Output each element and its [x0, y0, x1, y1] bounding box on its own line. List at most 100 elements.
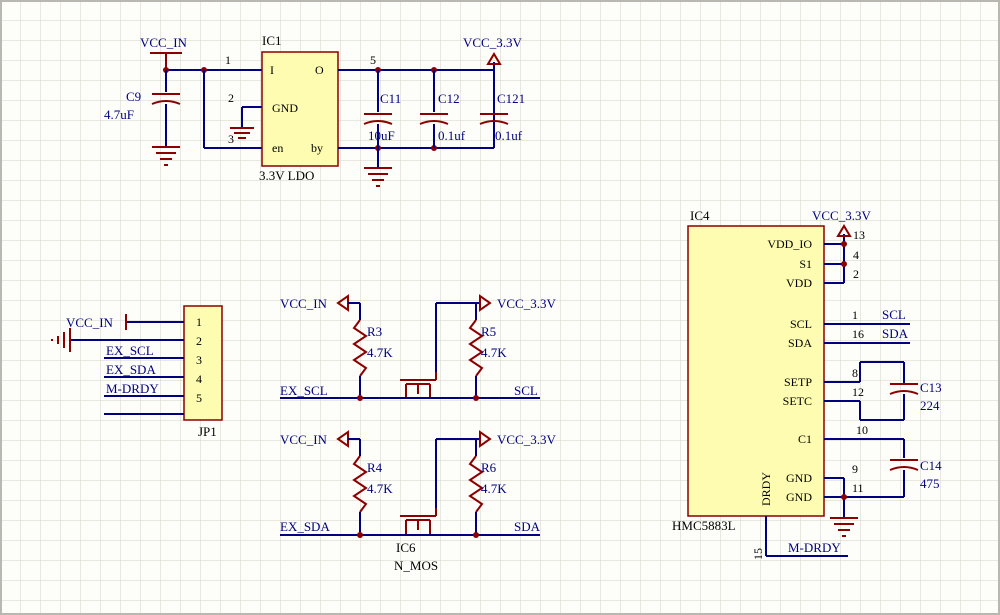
- jp1-pin-3: 3: [196, 353, 202, 367]
- r4-ref: R4: [367, 460, 383, 475]
- sensor-pin-c1: C1: [798, 432, 812, 446]
- ldo-pin-by: by: [311, 141, 323, 155]
- r6-value: 4.7K: [481, 481, 507, 496]
- sensor-pin-gnd-a: GND: [786, 471, 812, 485]
- sensor-body: [687, 225, 825, 517]
- ldo-pin-gnd: GND: [272, 101, 298, 115]
- c9-plate-bottom: [151, 100, 181, 105]
- c13-ref: C13: [920, 380, 942, 395]
- sensor-pinnum-gnd-a: 9: [852, 462, 858, 476]
- c11-value: 10uF: [368, 128, 395, 143]
- r6-zigzag: [468, 455, 484, 513]
- jp1-pin-2: 2: [196, 334, 202, 348]
- ground-symbol-ldo: [230, 127, 254, 139]
- net-label-vcc33-sensor: VCC_3.3V: [812, 208, 871, 223]
- jp1-pin-1: 1: [196, 315, 202, 329]
- net-label-sda-sensor: SDA: [882, 326, 909, 341]
- sensor-pin-vddio: VDD_IO: [767, 237, 812, 251]
- ldo-pinnum-en: 3: [228, 132, 234, 146]
- ldo-body: [261, 51, 339, 167]
- c12-value: 0.1uf: [438, 128, 466, 143]
- ldo-pin-in: I: [270, 63, 274, 77]
- ground-symbol-c9: [152, 146, 180, 166]
- net-label-ex-sda-shifter: EX_SDA: [280, 519, 330, 534]
- level-shifter-scl: VCC_IN R3 4.7K VCC_3.3V R5 4.7K EX_SCL S…: [280, 294, 556, 401]
- c12-ref: C12: [438, 91, 460, 106]
- net-label-mdrdy-sensor: M-DRDY: [788, 540, 841, 555]
- vcc33-port-scl: [479, 294, 492, 312]
- ldo-pin-en: en: [272, 141, 283, 155]
- sensor-pin-gnd-b: GND: [786, 490, 812, 504]
- ldo-ref: IC1: [262, 33, 282, 48]
- mosfet-sda: [400, 508, 437, 535]
- sensor-pinnum-gnd-b: 11: [852, 481, 864, 495]
- r3-value: 4.7K: [367, 345, 393, 360]
- sensor-name: HMC5883L: [672, 518, 736, 533]
- c14-value: 475: [920, 476, 940, 491]
- connector-jp1: JP1 1 2 3 4 5 VCC_IN EX_SCL EX_SDA M-DRD…: [51, 305, 223, 439]
- vcc33-port-sda: [479, 430, 492, 448]
- mosfet-ref: IC6: [396, 540, 416, 555]
- sensor-pin-vdd: VDD: [786, 276, 812, 290]
- sensor-pinnum-c1: 10: [856, 423, 868, 437]
- level-shifter-sda: VCC_IN R4 4.7K VCC_3.3V R6 4.7K EX_SDA S…: [280, 430, 556, 573]
- net-label-vcc-in-jp1: VCC_IN: [66, 315, 114, 330]
- jp1-pin-5: 5: [196, 391, 202, 405]
- sensor-pin-scl: SCL: [790, 317, 812, 331]
- net-label-scl-shifter: SCL: [514, 383, 538, 398]
- sensor-pinnum-sda: 16: [852, 327, 864, 341]
- mosfet-name: N_MOS: [394, 558, 438, 573]
- c121-ref: C121: [497, 91, 525, 106]
- sensor-pin-setc: SETC: [783, 394, 812, 408]
- sensor-pin-setp: SETP: [784, 375, 812, 389]
- ldo-section: VCC_IN C9 4.7uF IC1 3.3V LDO I O: [104, 33, 525, 187]
- ldo-pinnum-in: 1: [225, 53, 231, 67]
- sensor-pinnum-setc: 12: [852, 385, 864, 399]
- ldo-name: 3.3V LDO: [259, 168, 314, 183]
- ground-symbol-sensor: [830, 517, 858, 537]
- sensor-pinnum-vddio: 13: [853, 228, 865, 242]
- net-label-scl-sensor: SCL: [882, 307, 906, 322]
- c13-value: 224: [920, 398, 940, 413]
- net-label-vcc33-ldo: VCC_3.3V: [463, 35, 522, 50]
- jp1-pin-4: 4: [196, 372, 202, 386]
- r4-value: 4.7K: [367, 481, 393, 496]
- net-label-ex-sda-jp1: EX_SDA: [106, 362, 156, 377]
- r6-ref: R6: [481, 460, 497, 475]
- net-label-vcc-in-scl: VCC_IN: [280, 296, 328, 311]
- r5-value: 4.7K: [481, 345, 507, 360]
- net-label-sda-shifter: SDA: [514, 519, 541, 534]
- ldo-pin-out: O: [315, 63, 324, 77]
- c14-plate-bottom: [889, 466, 919, 471]
- net-label-vcc33-sda: VCC_3.3V: [497, 432, 556, 447]
- sensor-pinnum-setp: 8: [852, 366, 858, 380]
- sensor-pinnum-scl: 1: [852, 308, 858, 322]
- c9-ref: C9: [126, 89, 141, 104]
- mosfet-scl: [400, 372, 437, 398]
- r4-zigzag: [352, 455, 368, 513]
- net-label-vcc-in-sda: VCC_IN: [280, 432, 328, 447]
- r3-zigzag: [352, 319, 368, 377]
- jp1-body: [183, 305, 223, 421]
- c121-value: 0.1uf: [495, 128, 523, 143]
- ldo-pinnum-out: 5: [370, 53, 376, 67]
- jp1-ref: JP1: [198, 424, 217, 439]
- sensor-pinnum-drdy: 15: [751, 548, 765, 560]
- net-label-mdrdy-jp1: M-DRDY: [106, 381, 159, 396]
- sensor-pin-s1: S1: [799, 257, 812, 271]
- net-label-ex-scl-shifter: EX_SCL: [280, 383, 328, 398]
- sensor-pinnum-vdd: 2: [853, 267, 859, 281]
- r5-zigzag: [468, 319, 484, 377]
- vcc33-port-sensor: [836, 224, 852, 237]
- c9-value: 4.7uF: [104, 107, 134, 122]
- r5-ref: R5: [481, 324, 496, 339]
- net-label-ex-scl-jp1: EX_SCL: [106, 343, 154, 358]
- c11-ref: C11: [380, 91, 401, 106]
- ground-symbol-jp1: [51, 328, 71, 352]
- net-label-vcc33-scl: VCC_3.3V: [497, 296, 556, 311]
- sensor-pin-drdy: DRDY: [759, 472, 773, 506]
- vcc33-port-ldo: [486, 52, 502, 65]
